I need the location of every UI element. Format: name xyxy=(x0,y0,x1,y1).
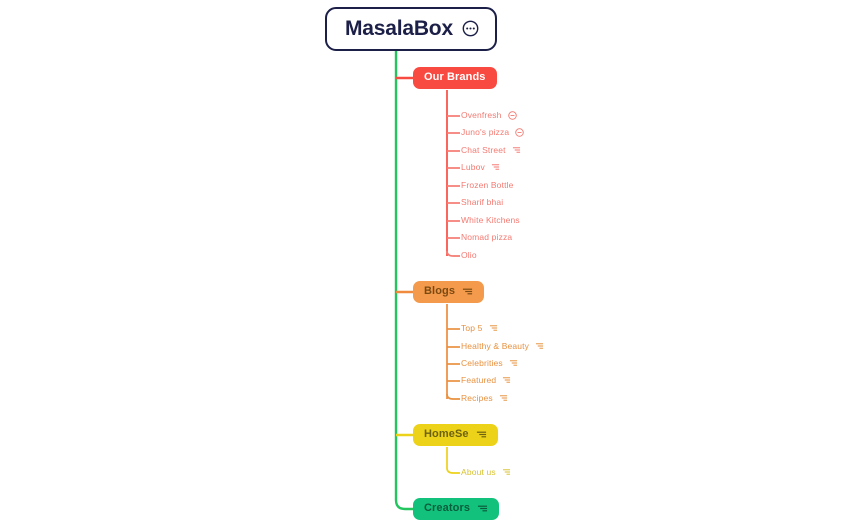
leaf-label: About us xyxy=(461,467,496,477)
leaf-label: Sharif bhai xyxy=(461,197,504,207)
leaf-label: Nomad pizza xyxy=(461,232,513,242)
branch-label-creators: Creators xyxy=(424,502,471,514)
branch-node-our-brands[interactable]: Our Brands xyxy=(413,67,497,90)
trunk-line xyxy=(394,48,413,511)
notes-icon[interactable] xyxy=(502,468,511,476)
leaf-node-olio[interactable]: Olio xyxy=(461,250,477,260)
leaf-node-recipes[interactable]: Recipes xyxy=(461,393,508,403)
leaf-node-healthy-and-beauty[interactable]: Healthy & Beauty xyxy=(461,341,544,351)
notes-icon[interactable] xyxy=(491,163,500,171)
notes-icon[interactable] xyxy=(476,430,487,439)
branch-node-homese[interactable]: HomeSe xyxy=(413,424,498,447)
leaf-node-celebrities[interactable]: Celebrities xyxy=(461,358,518,368)
notes-icon[interactable] xyxy=(512,146,521,154)
leaf-label: Lubov xyxy=(461,162,485,172)
leaf-label: Recipes xyxy=(461,393,493,403)
leaf-node-featured[interactable]: Featured xyxy=(461,375,511,385)
leaf-label: Featured xyxy=(461,375,497,385)
leaf-node-frozen-bottle[interactable]: Frozen Bottle xyxy=(461,180,514,190)
leaf-label: Top 5 xyxy=(461,323,483,333)
notes-icon[interactable] xyxy=(489,324,498,332)
notes-icon[interactable] xyxy=(509,359,518,367)
notes-icon[interactable] xyxy=(502,376,511,384)
leaf-label: Celebrities xyxy=(461,358,503,368)
leaf-node-top-5[interactable]: Top 5 xyxy=(461,323,498,333)
leaf-node-white-kitchens[interactable]: White Kitchens xyxy=(461,215,520,225)
child-stub-blogs-4 xyxy=(446,393,460,400)
branch-label-homese: HomeSe xyxy=(424,428,469,440)
leaf-label: Chat Street xyxy=(461,145,506,155)
leaf-label: Healthy & Beauty xyxy=(461,341,530,351)
branch-label-blogs: Blogs xyxy=(424,285,456,297)
notes-icon[interactable] xyxy=(462,287,473,296)
leaf-label: White Kitchens xyxy=(461,215,520,225)
minus-circle-icon[interactable] xyxy=(507,110,517,120)
rail-homese xyxy=(446,447,460,474)
leaf-node-nomad-pizza[interactable]: Nomad pizza xyxy=(461,232,512,242)
root-node[interactable]: MasalaBox xyxy=(325,7,497,51)
leaf-node-ovenfresh[interactable]: Ovenfresh xyxy=(461,110,517,120)
child-stub-our-brands-8 xyxy=(446,250,460,257)
leaf-node-junos-pizza[interactable]: Juno's pizza xyxy=(461,127,525,137)
minus-circle-icon[interactable] xyxy=(515,127,525,137)
leaf-label: Olio xyxy=(461,250,477,260)
notes-icon[interactable] xyxy=(499,394,508,402)
leaf-label: Juno's pizza xyxy=(461,127,510,137)
leaf-node-sharif-bhai[interactable]: Sharif bhai xyxy=(461,197,503,207)
leaf-node-lubov[interactable]: Lubov xyxy=(461,162,500,172)
leaf-node-about-us[interactable]: About us xyxy=(461,467,511,477)
notes-icon[interactable] xyxy=(477,504,488,513)
leaf-label: Frozen Bottle xyxy=(461,180,514,190)
branch-node-creators[interactable]: Creators xyxy=(413,498,500,521)
root-label: MasalaBox xyxy=(345,17,453,40)
leaf-label: Ovenfresh xyxy=(461,110,502,120)
branch-node-blogs[interactable]: Blogs xyxy=(413,281,485,304)
more-dots-circle-icon[interactable] xyxy=(462,20,479,37)
branch-label-our-brands: Our Brands xyxy=(424,71,486,83)
notes-icon[interactable] xyxy=(535,342,544,350)
leaf-node-chat-street[interactable]: Chat Street xyxy=(461,145,521,155)
